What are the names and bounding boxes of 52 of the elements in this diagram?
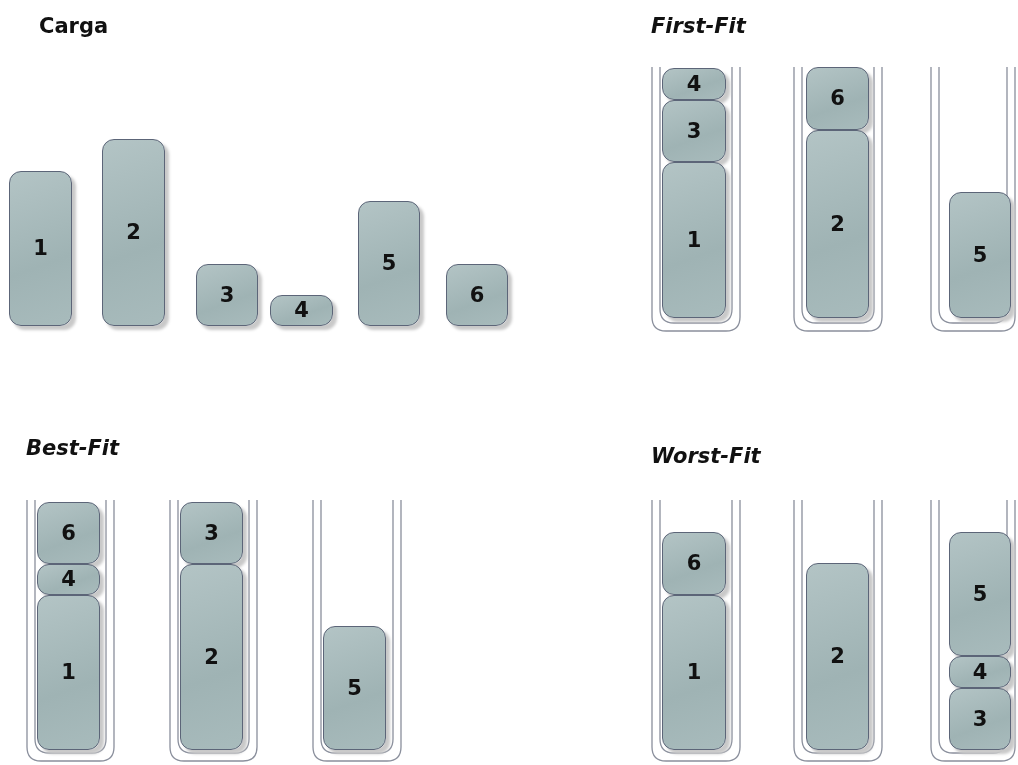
item-number: 4 <box>686 73 702 95</box>
item-number: 4 <box>294 300 309 321</box>
item-number: 6 <box>686 553 702 574</box>
item-number: 2 <box>830 646 845 667</box>
item-number: 3 <box>972 708 988 730</box>
item-box <box>662 100 726 162</box>
item-box <box>196 264 258 326</box>
item-number: 4 <box>61 569 76 590</box>
item-number: 6 <box>469 284 485 306</box>
item-box <box>806 563 869 750</box>
item-box <box>662 595 726 750</box>
item-box <box>949 532 1011 656</box>
panel-title: Worst-Fit <box>651 444 761 468</box>
item-number: 5 <box>972 244 988 266</box>
item-box <box>662 68 726 100</box>
panel-title: Carga <box>39 14 109 38</box>
item-box <box>358 201 420 326</box>
item-number: 1 <box>686 229 702 251</box>
item-box <box>949 688 1011 750</box>
item-box <box>806 130 869 318</box>
item-number: 5 <box>381 253 397 274</box>
item-box <box>446 264 508 326</box>
panel-title: First-Fit <box>651 14 746 38</box>
item-box <box>949 192 1011 318</box>
item-box <box>37 564 100 595</box>
item-box <box>949 656 1011 688</box>
item-box <box>270 295 333 326</box>
item-number: 4 <box>972 661 988 683</box>
item-box <box>9 171 72 326</box>
item-number: 1 <box>686 662 702 683</box>
item-number: 5 <box>972 583 988 605</box>
item-number: 3 <box>219 284 235 306</box>
item-number: 3 <box>686 120 702 142</box>
item-box <box>37 502 100 564</box>
item-number: 1 <box>33 238 48 259</box>
item-number: 3 <box>204 522 219 544</box>
item-number: 2 <box>126 222 141 243</box>
item-box <box>37 595 100 750</box>
item-number: 6 <box>830 88 845 109</box>
item-number: 1 <box>61 662 76 683</box>
item-box <box>806 67 869 130</box>
item-box <box>323 626 386 750</box>
item-number: 2 <box>830 213 845 235</box>
panel-title: Best-Fit <box>26 436 120 460</box>
item-box <box>180 564 243 750</box>
item-number: 6 <box>61 522 76 544</box>
item-box <box>662 162 726 318</box>
item-number: 2 <box>204 646 219 668</box>
item-box <box>180 502 243 564</box>
item-box <box>662 532 726 595</box>
item-box <box>102 139 165 326</box>
item-number: 5 <box>347 677 362 699</box>
